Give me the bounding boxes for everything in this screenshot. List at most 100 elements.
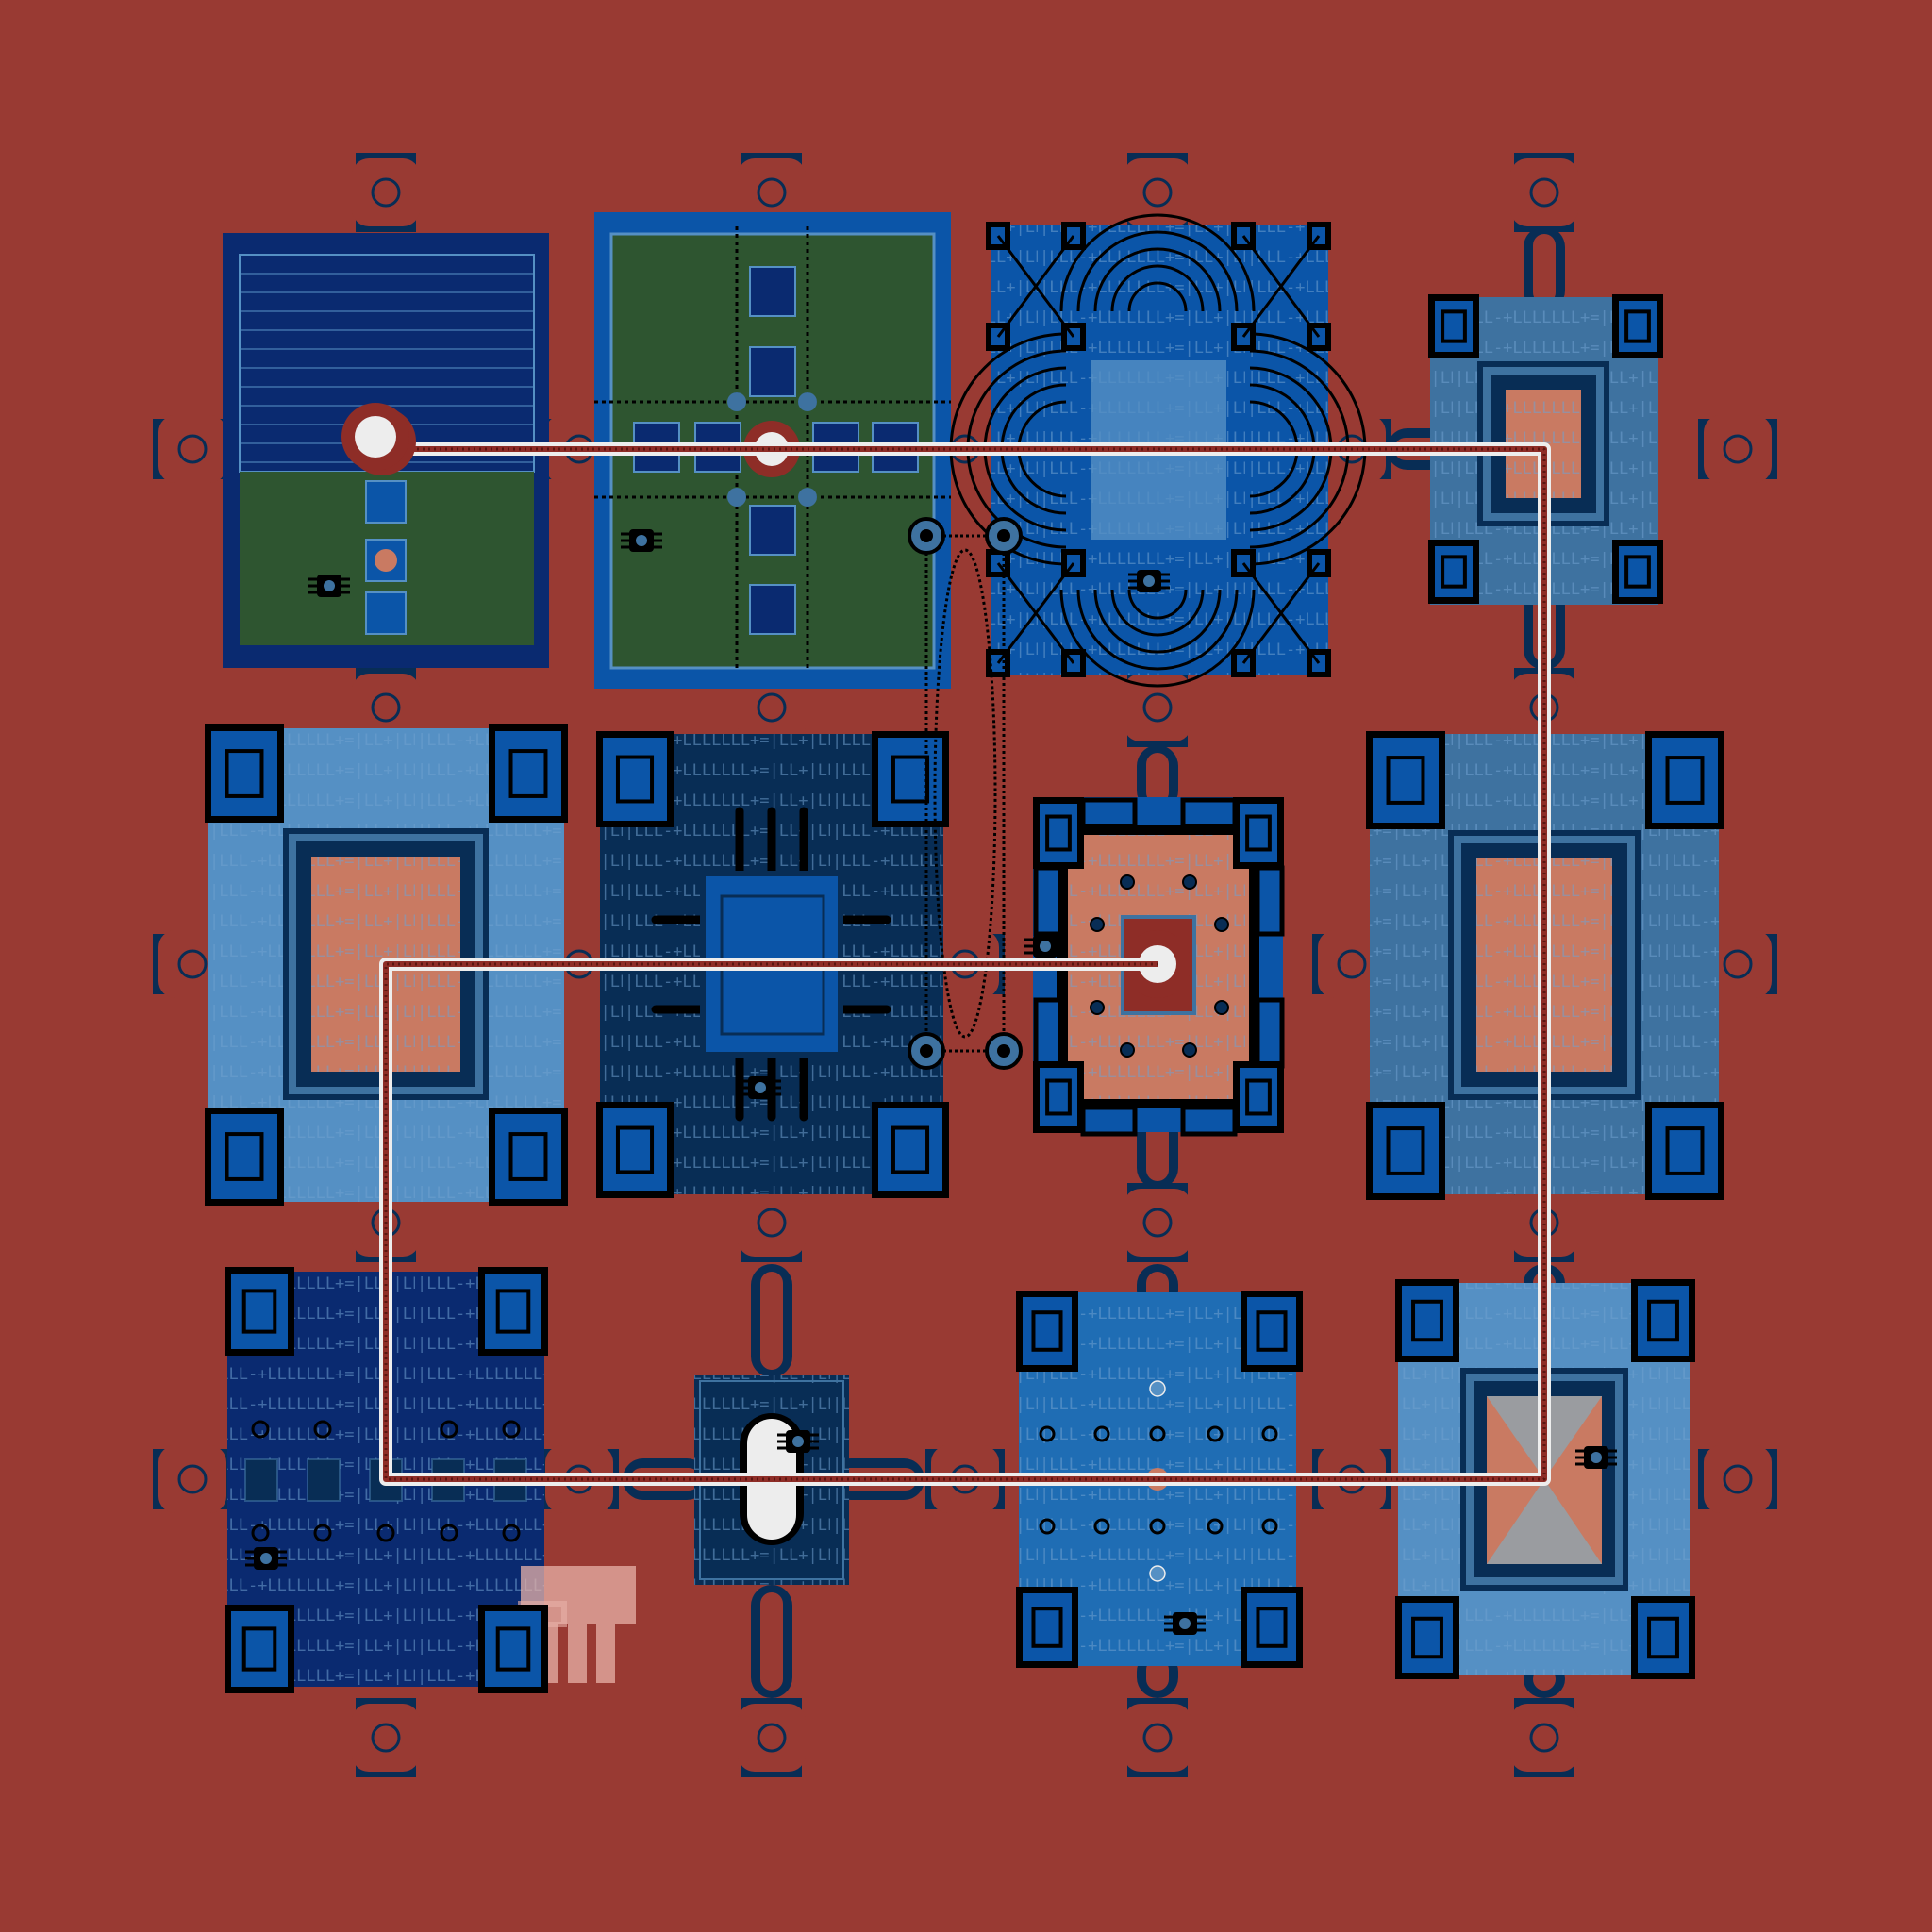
door-ring-icon (177, 434, 208, 464)
door-ring-icon (1142, 177, 1173, 208)
orb-icon (1149, 1565, 1166, 1582)
beetle-enemy-icon (777, 1430, 819, 1453)
floor-tile (749, 346, 796, 397)
floor-tile (749, 266, 796, 317)
door-tab[interactable] (1510, 1698, 1578, 1777)
stud-icon (1261, 1518, 1278, 1535)
rivet-icon (798, 392, 817, 411)
pillar (1241, 1587, 1303, 1668)
stud-icon (1149, 1518, 1166, 1535)
pillar (1395, 1279, 1459, 1362)
door-tab[interactable] (1698, 415, 1777, 483)
door-tab[interactable] (352, 1698, 420, 1777)
door-tab[interactable] (1124, 1183, 1191, 1262)
wall-segment (1255, 865, 1285, 937)
wall-segment (1255, 997, 1285, 1069)
stud-icon (502, 1524, 521, 1542)
floor-tile (244, 1458, 278, 1502)
wall-segment (1033, 997, 1063, 1069)
pillar (1645, 731, 1724, 829)
pillar (872, 1102, 949, 1198)
wall-segment (1180, 1105, 1238, 1137)
pillar (478, 1267, 548, 1356)
door-tab[interactable] (1124, 1698, 1191, 1777)
stud-icon (251, 1420, 270, 1439)
door-ring-icon (1529, 177, 1559, 208)
stud-icon (1149, 1425, 1166, 1442)
floor-tile (365, 591, 407, 635)
pillar (596, 1102, 674, 1198)
pillar (1428, 294, 1479, 358)
stud-icon (1120, 874, 1135, 890)
player-path (341, 403, 1551, 1486)
pillar (225, 1605, 294, 1693)
stud-icon (1039, 1518, 1056, 1535)
door-ring-icon (1142, 692, 1173, 723)
pillar (1233, 797, 1284, 869)
beetle-enemy-icon (1575, 1446, 1617, 1469)
beetle-enemy-icon (245, 1547, 287, 1570)
door-tab[interactable] (153, 415, 232, 483)
door-ring-icon (1337, 949, 1367, 979)
pillar (1631, 1596, 1695, 1679)
stud-icon (1207, 1425, 1224, 1442)
beetle-enemy-icon (1164, 1612, 1206, 1635)
stud-icon (1182, 874, 1197, 890)
door-ring-icon (371, 177, 401, 208)
pillar (489, 1108, 568, 1206)
door-ring-icon (177, 1464, 208, 1494)
stud-icon (1090, 917, 1105, 932)
rivet-icon (727, 392, 746, 411)
pillar (1033, 797, 1084, 869)
door-tab[interactable] (1510, 153, 1578, 232)
pillar (1366, 731, 1445, 829)
floor-tile (749, 505, 796, 556)
stud-icon (1214, 1000, 1229, 1015)
pillar (1233, 1061, 1284, 1133)
door-tab[interactable] (1124, 668, 1191, 747)
door-ring-icon (757, 1723, 787, 1753)
door-tab[interactable] (352, 153, 420, 232)
door-ring-icon (757, 692, 787, 723)
beetle-enemy-icon (740, 1076, 781, 1099)
floor-tile (365, 480, 407, 524)
floor-tile (749, 584, 796, 635)
pillar (1395, 1596, 1459, 1679)
pillar (872, 731, 949, 827)
door-tab[interactable] (738, 1183, 806, 1262)
stud-icon (440, 1420, 458, 1439)
pillar (225, 1267, 294, 1356)
rivet-icon (798, 488, 817, 507)
gem-icon (375, 549, 397, 572)
door-ring-icon (1723, 949, 1753, 979)
door-ring-icon (1142, 1208, 1173, 1238)
pillar (205, 1108, 284, 1206)
door-tab[interactable] (153, 1445, 232, 1513)
stud-icon (1261, 1425, 1278, 1442)
wall-segment (1080, 797, 1138, 829)
pillar (1241, 1291, 1303, 1372)
pillar (1366, 1102, 1445, 1200)
beetle-enemy-icon (1128, 570, 1170, 592)
stud-icon (313, 1524, 332, 1542)
stud-icon (251, 1524, 270, 1542)
door-tab[interactable] (1698, 1445, 1777, 1513)
pillar (489, 724, 568, 823)
beetle-enemy-icon (1024, 935, 1066, 958)
pillar (1033, 1061, 1084, 1133)
pillar (1631, 1279, 1695, 1362)
door-ring-icon (757, 177, 787, 208)
pillar (596, 731, 674, 827)
pillar (1016, 1587, 1078, 1668)
stud-icon (502, 1420, 521, 1439)
stud-icon (1090, 1000, 1105, 1015)
stud-icon (1207, 1518, 1224, 1535)
door-tab[interactable] (738, 1698, 806, 1777)
door-ring-icon (1529, 1723, 1559, 1753)
orb-icon (1149, 1380, 1166, 1397)
stud-icon (376, 1524, 395, 1542)
stud-icon (1182, 1042, 1197, 1058)
door-tab[interactable] (1124, 153, 1191, 232)
stud-icon (1093, 1518, 1110, 1535)
door-ring-icon (1723, 434, 1753, 464)
